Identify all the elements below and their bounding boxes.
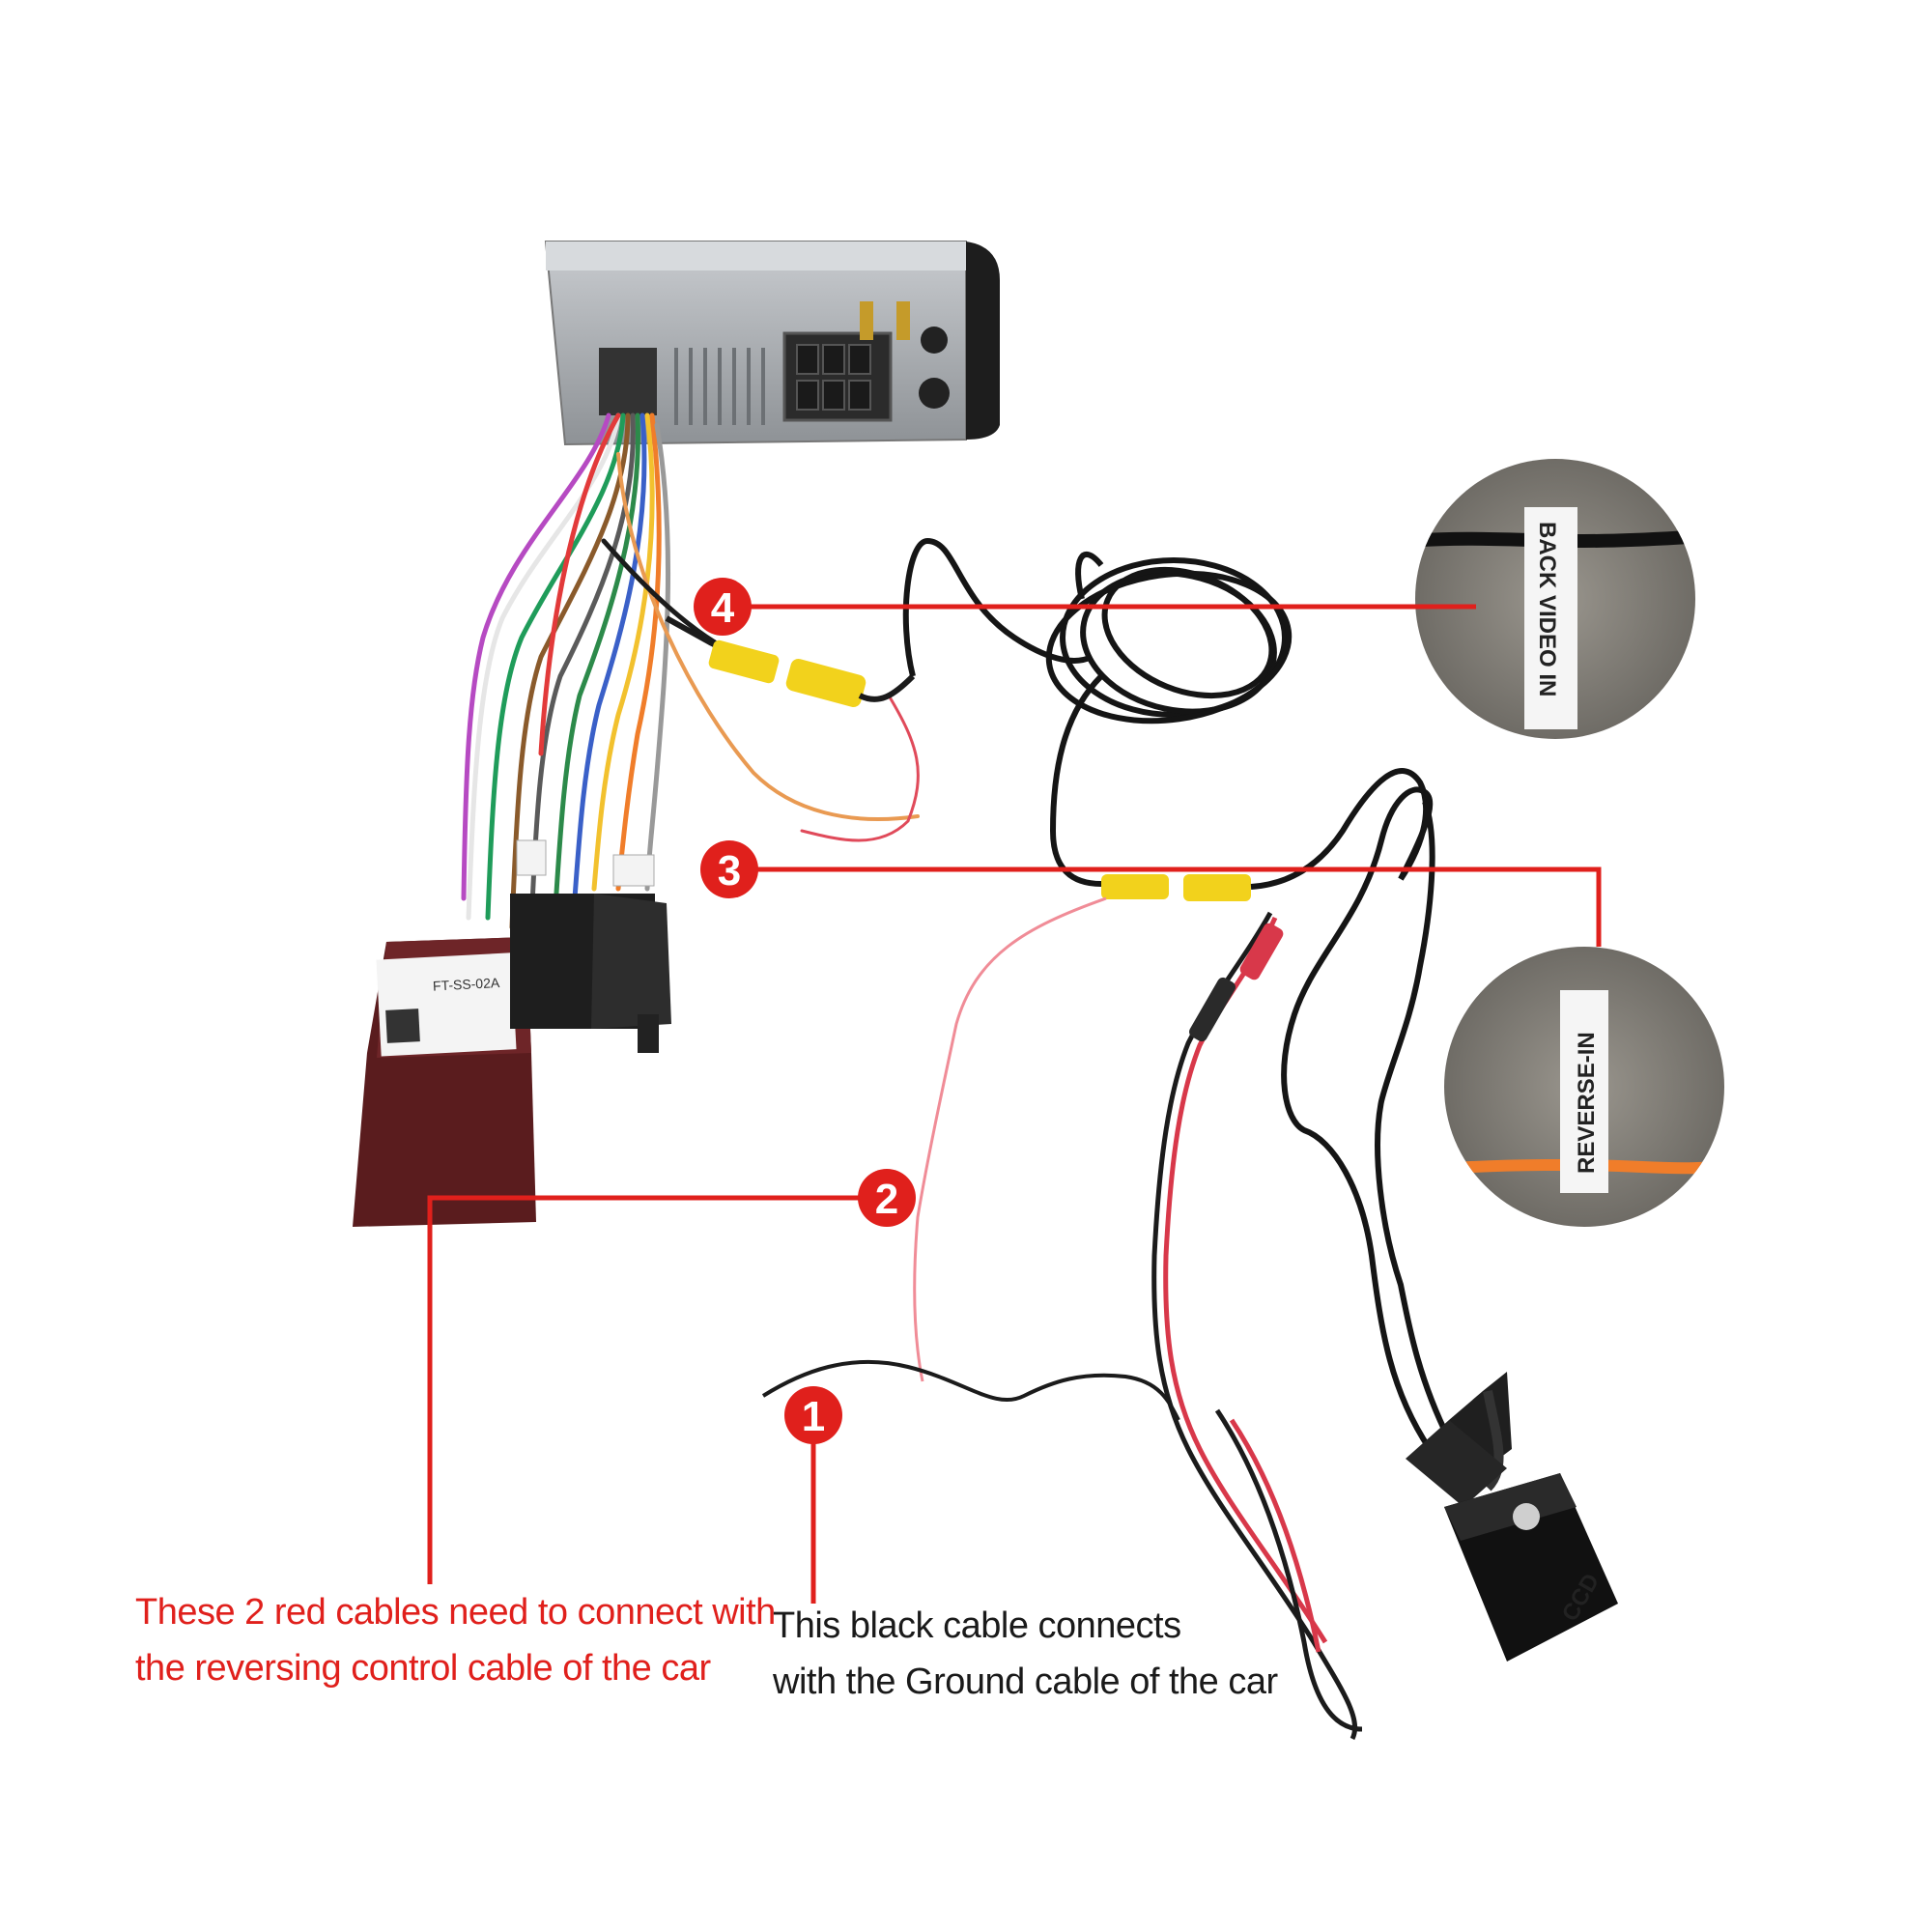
control-box-model-label: FT-SS-02A [433, 975, 501, 994]
rca-connector-middle [1101, 768, 1430, 901]
head-unit [544, 241, 1000, 446]
callout-3: 3 [700, 840, 758, 898]
inset-back-video-in: BACK VIDEO IN [1415, 459, 1695, 739]
power-lead [1151, 911, 1363, 1741]
callout-1: 1 [784, 1386, 842, 1444]
tag-reverse-in [1560, 990, 1608, 1193]
ground-cable-caption: This black cable connects with the Groun… [773, 1598, 1278, 1710]
rca-connector-upper [665, 615, 916, 707]
camera-cable [1281, 786, 1452, 1451]
callout-2-number: 2 [875, 1176, 898, 1223]
callout-2: 2 [858, 1169, 916, 1227]
black-caption-line-2: with the Ground cable of the car [773, 1662, 1278, 1702]
inset-reverse-in: REVERSE-IN [1444, 947, 1724, 1227]
black-caption-line-1: This black cable connects [773, 1605, 1181, 1646]
wiring-harness [461, 412, 920, 930]
tag-back-video-in [1524, 507, 1577, 729]
trigger-wire [913, 896, 1107, 1382]
red-cables-caption: These 2 red cables need to connect with … [135, 1584, 776, 1696]
tag-back-video-in-text: BACK VIDEO IN [1534, 522, 1560, 696]
callout-3-number: 3 [718, 847, 741, 895]
extension-cable-coil [902, 537, 1293, 887]
red-caption-line-1: These 2 red cables need to connect with [135, 1592, 776, 1633]
callout-4-number: 4 [711, 584, 735, 632]
antenna-connectors [860, 301, 950, 409]
callout-4: 4 [694, 578, 752, 636]
backup-camera: CCD [1406, 1372, 1618, 1662]
ground-wire [761, 1359, 1180, 1421]
cooling-vents [674, 348, 765, 425]
tag-reverse-in-text: REVERSE-IN [1574, 1032, 1600, 1174]
iso-connector-block [510, 894, 671, 1053]
control-box: FT-SS-02A [353, 937, 536, 1227]
callout-1-number: 1 [802, 1393, 825, 1440]
red-caption-line-2: the reversing control cable of the car [135, 1648, 711, 1689]
callout-lines [427, 604, 1602, 1604]
